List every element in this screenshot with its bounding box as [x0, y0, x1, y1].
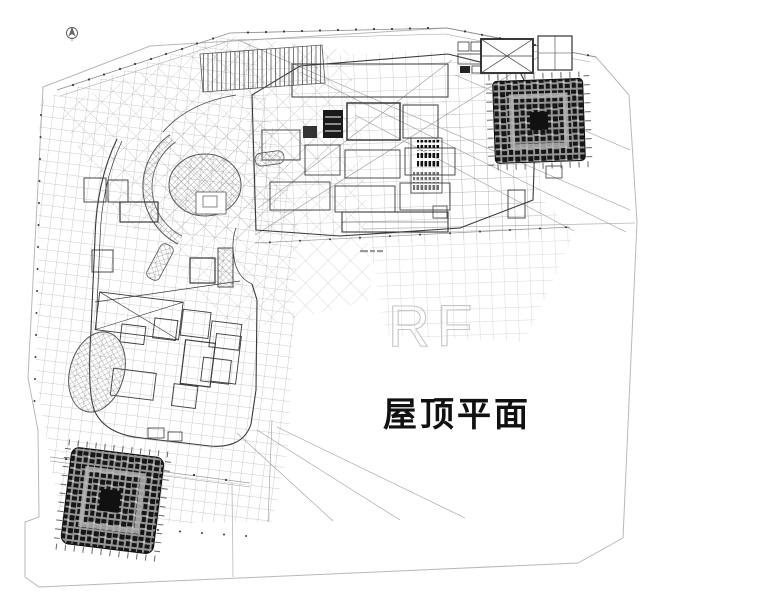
- plan-title: 屋顶平面: [383, 396, 531, 434]
- flat-roof-square: [537, 35, 573, 71]
- floor-code-watermark: RF: [388, 294, 479, 359]
- grid-station-dots: [33, 26, 590, 537]
- courtyard-features: [142, 94, 253, 285]
- north-wing: [199, 44, 537, 237]
- kidney-green-roof: [68, 331, 126, 413]
- micro-annotation: [360, 250, 383, 253]
- hip-roof-square: [480, 38, 534, 74]
- rooftop-annexes: [432, 35, 573, 219]
- tower-block-north: [485, 71, 593, 171]
- west-south-wing: [68, 138, 258, 447]
- roof-louver: [417, 140, 440, 148]
- stair-core-west: [217, 247, 234, 288]
- north-arrow-icon: [66, 26, 78, 41]
- tower-block-south: [52, 438, 173, 563]
